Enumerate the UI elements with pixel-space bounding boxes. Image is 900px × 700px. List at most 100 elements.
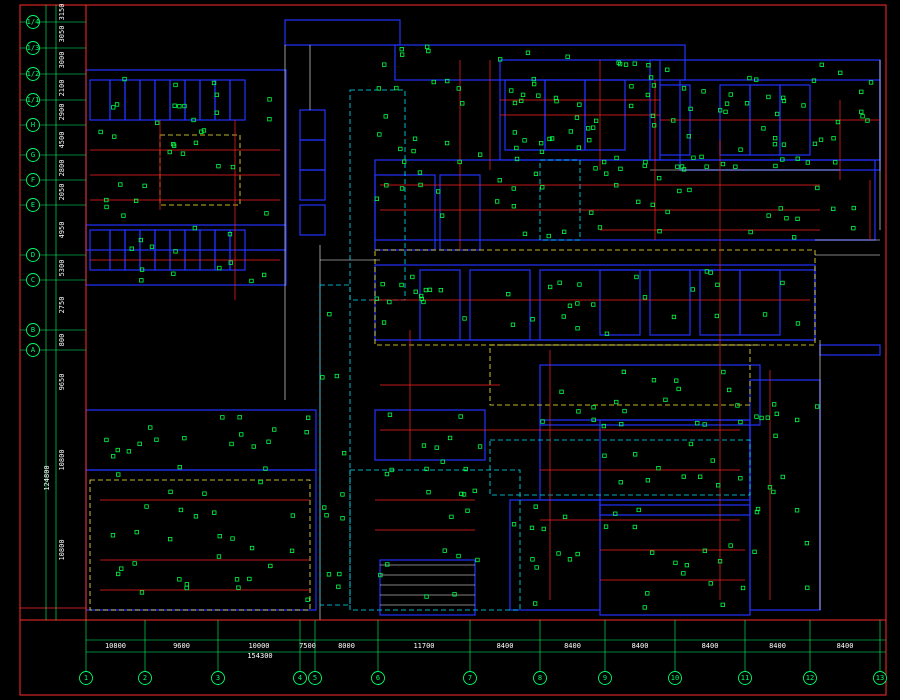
left-axis-label: B (31, 326, 35, 334)
bottom-axis-bubble (371, 671, 385, 685)
device-symbol (519, 98, 524, 103)
device-symbol (539, 140, 544, 146)
device-symbol (633, 452, 638, 457)
left-dim-label: 3150 (58, 4, 66, 21)
device-symbol (755, 506, 761, 512)
device-symbol (399, 52, 405, 57)
device-symbol (423, 287, 429, 293)
device-symbol (148, 425, 153, 430)
left-axis-bubble (26, 343, 40, 357)
bottom-dim-label: 8000 (338, 642, 355, 650)
device-layer (98, 44, 874, 610)
device-symbol (587, 137, 592, 143)
device-symbol (657, 228, 662, 234)
device-symbol (591, 302, 596, 307)
device-symbol (720, 161, 726, 167)
wall-outline (394, 44, 686, 81)
device-symbol (632, 524, 637, 530)
device-symbol (805, 160, 810, 165)
device-symbol (304, 429, 309, 435)
device-symbol (511, 186, 516, 191)
device-symbol (272, 427, 277, 432)
device-symbol (716, 483, 721, 488)
device-symbol (652, 123, 657, 128)
device-symbol (780, 157, 785, 162)
left-axis-label: F (31, 176, 35, 184)
left-axis-label: C (31, 276, 35, 284)
device-symbol (759, 415, 764, 421)
device-symbol (733, 164, 738, 169)
device-symbol (247, 576, 252, 582)
device-symbol (671, 314, 677, 320)
device-symbol (805, 585, 810, 590)
device-symbol (173, 249, 178, 254)
device-symbol (548, 284, 553, 290)
left-dim-label: 4950 (58, 222, 66, 239)
left-axis-bubble (26, 198, 40, 212)
left-dim-label: 9650 (58, 374, 66, 391)
device-symbol (629, 84, 634, 89)
device-symbol (831, 136, 836, 141)
dashed-zone (349, 89, 406, 301)
device-symbol (688, 441, 694, 447)
device-symbol (201, 128, 207, 133)
device-symbol (387, 412, 393, 417)
wall-outline (214, 79, 231, 121)
device-symbol (687, 187, 692, 193)
device-symbol (721, 369, 726, 375)
device-symbol (708, 581, 713, 586)
device-symbol (614, 399, 619, 405)
device-symbol (326, 572, 332, 577)
device-symbol (452, 592, 457, 597)
bottom-axis-bubble (668, 671, 682, 685)
device-symbol (603, 524, 609, 529)
bottom-axis-bubble (533, 671, 547, 685)
device-symbol (116, 472, 121, 477)
device-symbol (214, 110, 219, 115)
device-symbol (613, 511, 618, 516)
device-symbol (340, 492, 345, 497)
device-symbol (597, 225, 603, 230)
wall-outline (299, 109, 326, 141)
wall-outline (599, 269, 641, 336)
device-symbol (258, 479, 263, 485)
device-symbol (699, 154, 704, 160)
device-symbol (642, 163, 647, 168)
device-symbol (565, 54, 570, 59)
device-symbol (665, 67, 670, 72)
bottom-dim-label: 11700 (413, 642, 434, 650)
left-axis-label: H (31, 121, 35, 129)
device-symbol (178, 507, 184, 513)
device-symbol (688, 106, 693, 111)
device-symbol (412, 136, 418, 141)
device-symbol (645, 478, 650, 483)
device-symbol (567, 557, 573, 562)
bottom-axis-bubble (211, 671, 225, 685)
device-symbol (234, 577, 240, 582)
device-symbol (463, 466, 468, 472)
device-symbol (738, 419, 743, 425)
device-symbol (738, 147, 743, 152)
device-symbol (728, 543, 733, 548)
device-symbol (336, 584, 341, 589)
device-symbol (771, 489, 776, 495)
device-symbol (249, 545, 255, 551)
bottom-axis-label: 13 (876, 674, 884, 682)
device-symbol (459, 491, 464, 497)
device-symbol (171, 271, 176, 276)
device-symbol (230, 164, 236, 170)
bottom-axis-bubble (738, 671, 752, 685)
device-symbol (577, 102, 582, 107)
device-symbol (530, 557, 535, 562)
drawing-frame (19, 4, 887, 696)
device-symbol (230, 536, 235, 541)
device-symbol (784, 216, 789, 221)
wall-outline (499, 59, 661, 161)
device-symbol (512, 100, 518, 106)
device-symbol (111, 105, 116, 110)
device-symbol (263, 466, 268, 471)
bottom-axis-label: 9 (603, 674, 607, 682)
device-symbol (383, 114, 388, 119)
wall-outline (284, 19, 401, 46)
device-symbol (752, 549, 757, 554)
